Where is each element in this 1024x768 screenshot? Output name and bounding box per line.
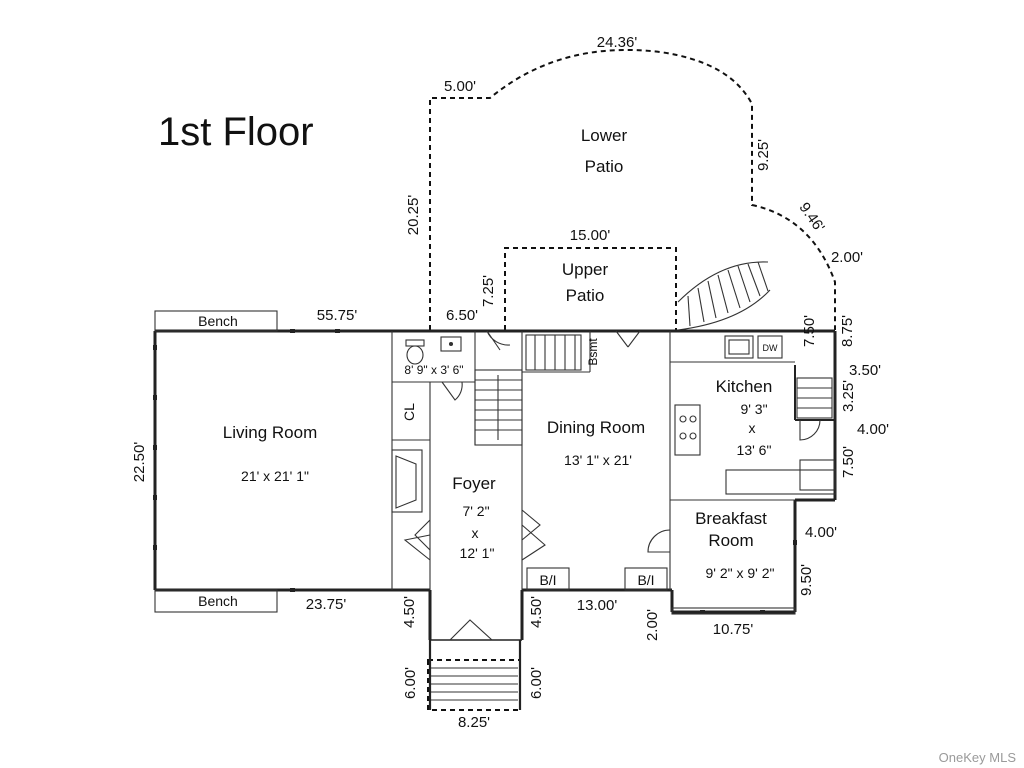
bench-bottom xyxy=(154,589,278,613)
fireplace xyxy=(391,449,423,513)
floor-title: 1st Floor xyxy=(158,110,314,154)
breakfast-room-label-1: Breakfast xyxy=(695,509,767,528)
curved-stairs xyxy=(677,261,771,331)
breakfast-room-size: 9' 2" x 9' 2" xyxy=(706,565,775,581)
dim-2-00-patio: 2.00' xyxy=(831,249,863,266)
dining-room-size: 13' 1" x 21' xyxy=(564,452,632,468)
dim-2-00-bottom: 2.00' xyxy=(644,609,661,641)
dim-6-00-left: 6.00' xyxy=(402,667,419,699)
dim-3-25: 3.25' xyxy=(840,380,857,412)
dim-8-75: 8.75' xyxy=(839,315,856,347)
bath-size: 8' 9" x 3' 6" xyxy=(404,363,463,377)
dim-7-50-right: 7.50' xyxy=(840,446,857,478)
living-room-label: Living Room xyxy=(223,423,318,442)
living-room-size: 21' x 21' 1" xyxy=(241,468,309,484)
dim-55-75: 55.75' xyxy=(317,307,358,324)
builtin-left xyxy=(526,567,570,591)
dim-13-00: 13.00' xyxy=(577,597,618,614)
dim-9-46: 9.46' xyxy=(796,199,828,235)
dishwasher-label: DW xyxy=(763,343,778,353)
kitchen-size-3: 13' 6" xyxy=(737,442,772,458)
bench-top xyxy=(154,310,278,332)
kitchen-size-2: x xyxy=(749,420,756,436)
dim-4-00-break: 4.00' xyxy=(805,524,837,541)
builtin-right-label: B/I xyxy=(637,572,654,588)
front-steps xyxy=(427,640,522,711)
dim-15-00: 15.00' xyxy=(570,227,611,244)
breakfast-window xyxy=(671,607,796,615)
dim-23-75: 23.75' xyxy=(306,596,347,613)
breakfast-room-label-2: Room xyxy=(708,531,753,550)
bench-top-label: Bench xyxy=(198,313,238,329)
dim-5-00: 5.00' xyxy=(444,78,476,95)
lower-patio-label-1: Lower xyxy=(581,126,628,145)
dim-9-50: 9.50' xyxy=(798,564,815,596)
builtin-left-label: B/I xyxy=(539,572,556,588)
dim-9-25: 9.25' xyxy=(755,139,772,171)
dim-24-36: 24.36' xyxy=(597,34,638,51)
dim-4-00-right: 4.00' xyxy=(857,421,889,438)
window-marks xyxy=(153,329,797,614)
dim-6-50: 6.50' xyxy=(446,307,478,324)
upper-patio-label-1: Upper xyxy=(562,260,609,279)
dim-4-50-left: 4.50' xyxy=(401,596,418,628)
dining-room-label: Dining Room xyxy=(547,418,645,437)
foyer-size-1: 7' 2" xyxy=(462,503,489,519)
basement-label: Bsmt xyxy=(586,338,600,366)
lower-patio-label-2: Patio xyxy=(585,157,624,176)
upper-patio-label-2: Patio xyxy=(566,286,605,305)
kitchen-fixtures xyxy=(674,335,837,495)
dim-8-25: 8.25' xyxy=(458,714,490,731)
dim-10-75: 10.75' xyxy=(713,621,754,638)
basement-stairs xyxy=(525,334,582,371)
foyer-size-2: x xyxy=(472,525,479,541)
main-stairs xyxy=(474,369,523,446)
upper-patio-outline xyxy=(504,247,677,330)
bath-fixtures xyxy=(405,336,462,365)
watermark: OneKey MLS xyxy=(939,750,1017,765)
kitchen-size-1: 9' 3" xyxy=(740,401,767,417)
doors xyxy=(403,330,821,641)
kitchen-label: Kitchen xyxy=(716,377,773,396)
dim-6-00-right: 6.00' xyxy=(528,667,545,699)
foyer-size-3: 12' 1" xyxy=(460,545,495,561)
dim-20-25: 20.25' xyxy=(405,195,422,236)
lower-patio-outline xyxy=(429,49,836,330)
bench-bottom-label: Bench xyxy=(198,593,238,609)
dim-3-50: 3.50' xyxy=(849,362,881,379)
dim-22-50: 22.50' xyxy=(131,442,148,483)
dim-4-50-right: 4.50' xyxy=(528,596,545,628)
dim-7-50-top: 7.50' xyxy=(801,315,818,347)
dim-7-25: 7.25' xyxy=(480,275,497,307)
closet-label: CL xyxy=(401,403,417,421)
foyer-label: Foyer xyxy=(452,474,496,493)
builtin-right xyxy=(624,567,668,591)
